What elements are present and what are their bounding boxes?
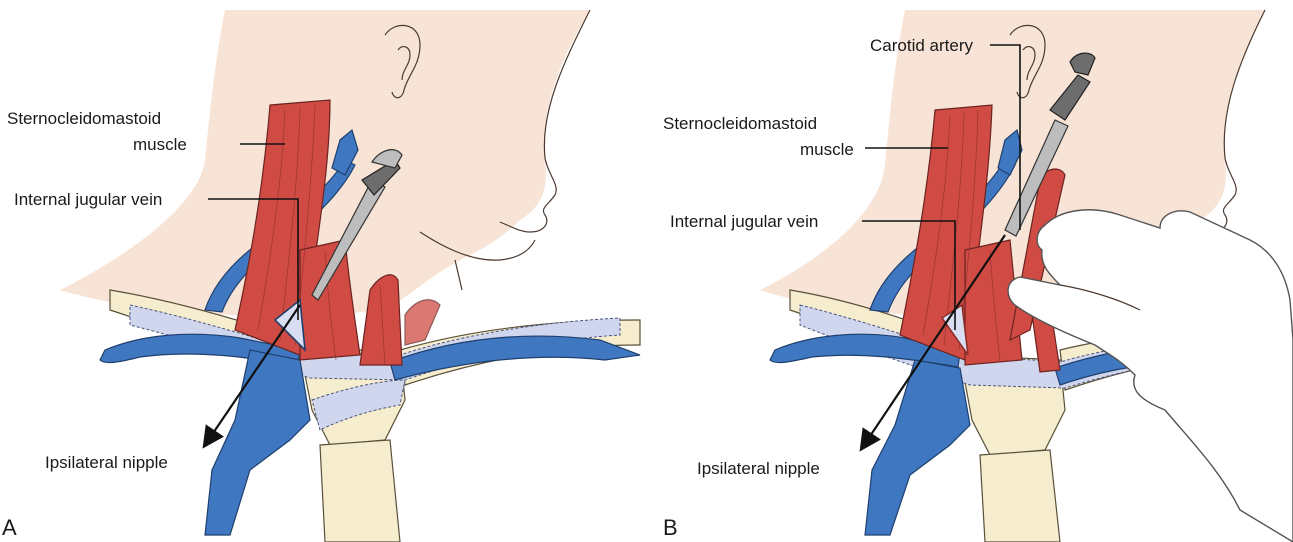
neck-crease xyxy=(455,260,462,290)
label-ijv-b: Internal jugular vein xyxy=(670,212,818,231)
label-scm-b-line1: Sternocleidomastoid xyxy=(663,114,817,133)
panel-letter-a: A xyxy=(2,515,17,540)
brachiocephalic-vein-b xyxy=(865,360,970,535)
brachiocephalic-vein-a xyxy=(205,350,310,535)
label-scm-a-line2: muscle xyxy=(133,135,187,154)
sternum-body-b xyxy=(980,450,1060,542)
panel-letter-b: B xyxy=(663,515,678,540)
label-nipple-a: Ipsilateral nipple xyxy=(45,453,168,472)
panel-a: Sternocleidomastoid muscle Internal jugu… xyxy=(2,10,640,542)
sternum-body xyxy=(320,440,400,542)
label-scm-b-line2: muscle xyxy=(800,140,854,159)
strap-muscle-a xyxy=(405,300,440,345)
label-nipple-b: Ipsilateral nipple xyxy=(697,459,820,478)
panel-b: Carotid artery Sternocleidomastoid muscl… xyxy=(663,10,1293,542)
label-ijv-a: Internal jugular vein xyxy=(14,190,162,209)
label-carotid-b: Carotid artery xyxy=(870,36,973,55)
label-scm-a-line1: Sternocleidomastoid xyxy=(7,109,161,128)
